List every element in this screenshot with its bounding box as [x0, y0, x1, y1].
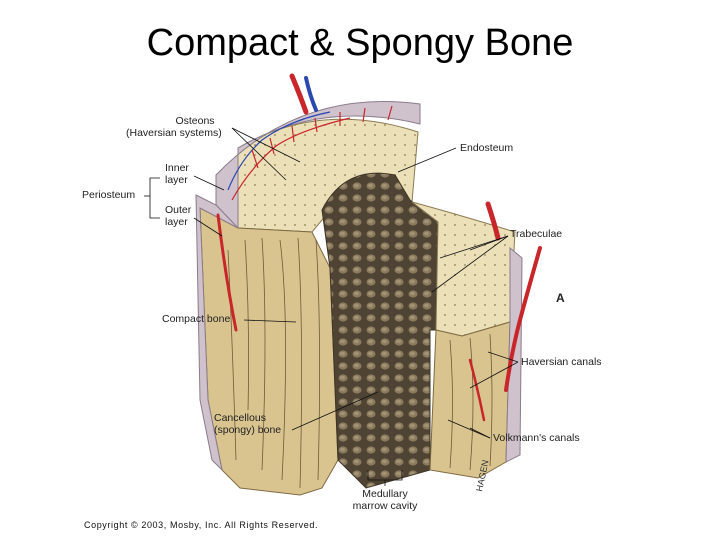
blood-vessels: [216, 73, 542, 422]
compact-wall-right: [429, 321, 511, 479]
compact-wall-left: [199, 207, 339, 496]
label-compact-bone: Compact bone: [162, 313, 231, 325]
label-periosteum: Periosteum: [82, 189, 136, 201]
label-marrow-cavity: marrow cavity: [352, 500, 418, 512]
label-medullary: Medullary: [362, 488, 408, 500]
periosteum-band: [215, 101, 421, 230]
label-figure-letter: A: [556, 291, 565, 305]
page-title: Compact & Spongy Bone: [146, 22, 574, 64]
compact-grain: [227, 237, 493, 489]
leader-lines: [144, 127, 519, 486]
label-outer: Outer: [165, 204, 192, 216]
label-inner-layer: layer: [165, 174, 188, 186]
label-inner: Inner: [165, 162, 189, 174]
label-haversian-systems: (Haversian systems): [126, 127, 222, 139]
label-trabeculae: Trabeculae: [510, 228, 563, 240]
periosteum-left: [195, 194, 239, 472]
spongy-bone: [321, 172, 439, 489]
label-cancellous: Cancellous: [214, 412, 266, 424]
label-spongy-bone: (spongy) bone: [214, 424, 282, 436]
label-osteons: Osteons: [175, 115, 215, 127]
label-endosteum: Endosteum: [460, 142, 514, 154]
label-volkmanns-canals: Volkmann's canals: [493, 432, 580, 444]
label-haversian-canals: Haversian canals: [521, 356, 602, 368]
label-outer-layer: layer: [165, 216, 188, 228]
vessel-network: [227, 105, 393, 201]
copyright-notice: Copyright © 2003, Mosby, Inc. All Rights…: [84, 520, 319, 530]
